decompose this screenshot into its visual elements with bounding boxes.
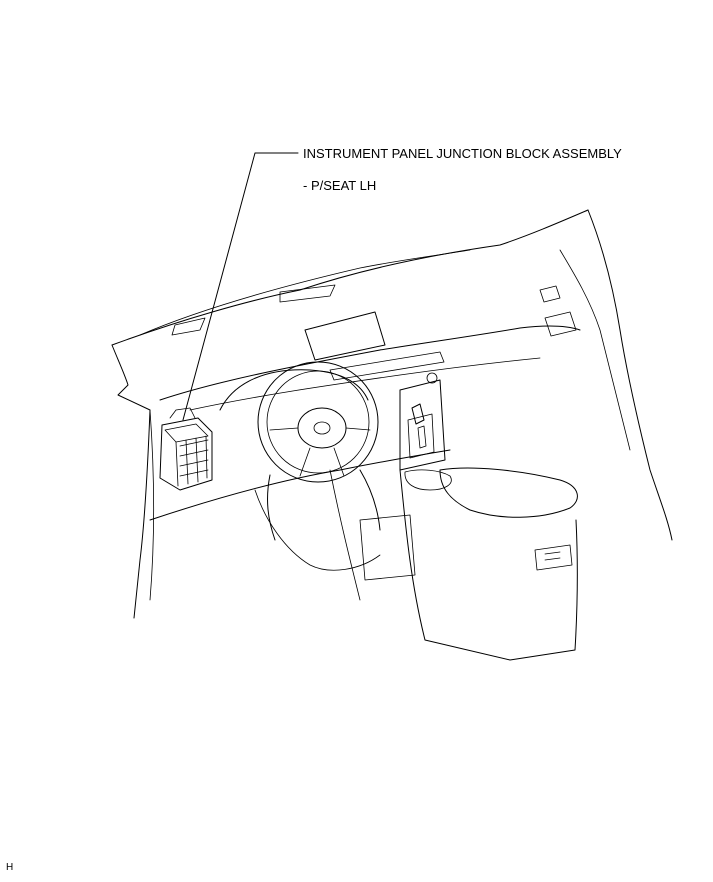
steering-wheel-emblem [313, 421, 331, 435]
right-pillar [587, 209, 673, 541]
callout-component-label: INSTRUMENT PANEL JUNCTION BLOCK ASSEMBLY [303, 146, 622, 161]
corner-mark: H [6, 862, 14, 873]
dashboard-upper-body [159, 325, 581, 401]
shift-gate [407, 413, 435, 459]
leader-line [182, 152, 299, 421]
shift-lever [411, 403, 425, 425]
rear-vent [534, 544, 573, 571]
dashboard-mid-line [189, 357, 541, 411]
console-tunnel [399, 469, 578, 661]
dashboard-top-outline [111, 209, 589, 346]
center-display [304, 311, 386, 361]
cluster-hood [219, 369, 369, 411]
callout-note-label: - P/SEAT LH [303, 178, 377, 193]
control-knob [426, 372, 438, 384]
cup-holders [404, 469, 452, 491]
floor-line [329, 469, 416, 601]
dashboard-top-inner [139, 249, 471, 336]
left-pillar [111, 344, 151, 619]
steering-wheel-rim [257, 361, 379, 483]
lower-dash-panel [149, 449, 451, 521]
console-lid [439, 467, 578, 518]
knee-panel [254, 489, 381, 571]
center-vent-strip [329, 351, 445, 381]
center-console [399, 379, 446, 471]
junction-block-assembly [159, 407, 213, 491]
steering-wheel-rim-inner [266, 370, 370, 474]
steering-column [267, 469, 381, 541]
dashboard-defroster [171, 284, 336, 336]
steering-wheel-hub [297, 407, 347, 449]
right-pillar-inner [559, 249, 631, 451]
left-door-edge [149, 409, 155, 601]
right-vent [539, 285, 577, 337]
steering-wheel-spokes [269, 427, 371, 477]
